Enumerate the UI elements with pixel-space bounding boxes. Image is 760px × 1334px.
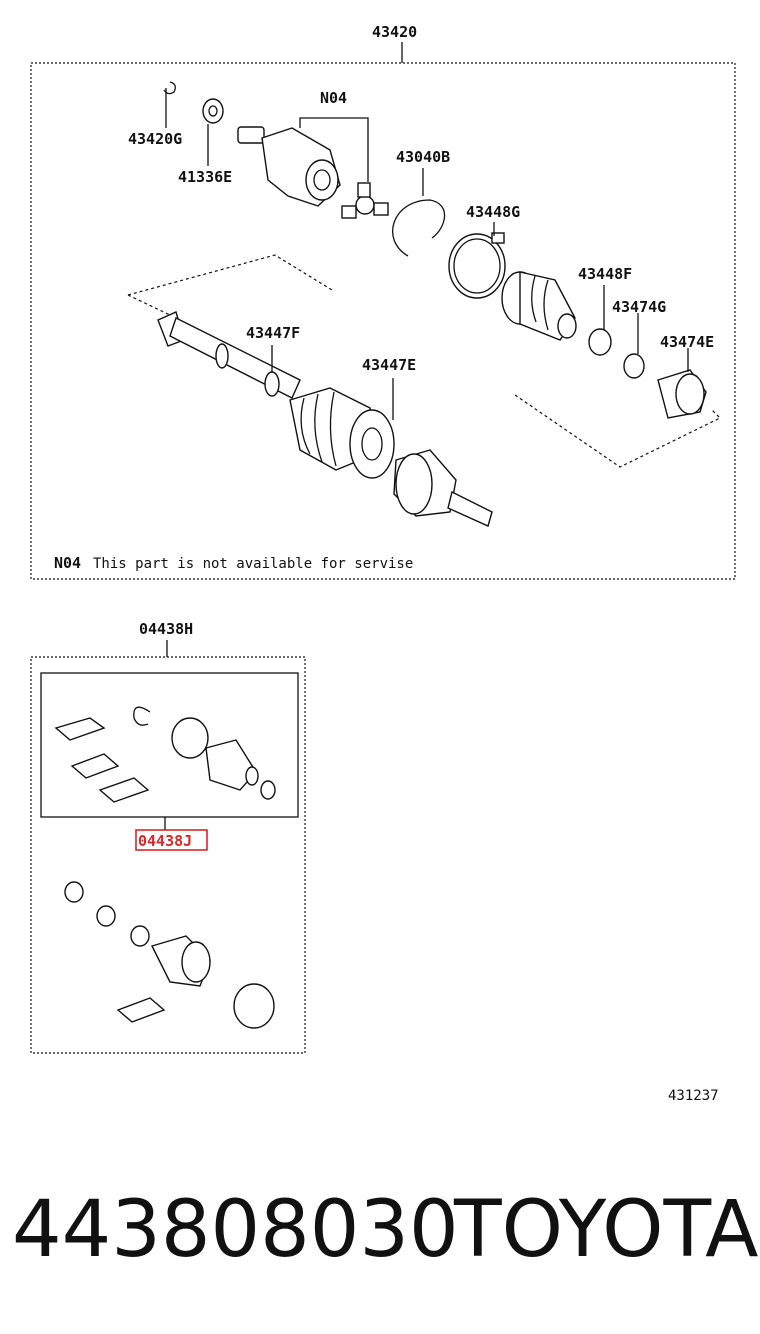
footer-brand: TOYOTA [453, 1185, 759, 1275]
kit-contents [64, 881, 275, 1029]
outer-boot-cv-joint-part[interactable] [289, 387, 493, 527]
small-clamp-part[interactable] [588, 328, 612, 356]
note-text: This part is not available for servise [93, 556, 413, 572]
label-04438j[interactable]: 04438J [138, 832, 192, 850]
inner-boot-part[interactable] [501, 271, 577, 341]
label-43447f[interactable]: 43447F [246, 324, 300, 342]
tripod-joint-part[interactable] [341, 182, 389, 219]
label-43448f[interactable]: 43448F [578, 265, 632, 283]
label-41336e[interactable]: 41336E [178, 168, 232, 186]
circlip-part[interactable] [392, 199, 446, 257]
note-code: N04 [54, 554, 81, 572]
damper-clamp-part[interactable] [623, 353, 645, 379]
label-43420g[interactable]: 43420G [128, 130, 182, 148]
top-assembly-frame [30, 62, 736, 580]
label-n04[interactable]: N04 [320, 89, 347, 107]
sub-kit-highlight-box [135, 829, 208, 851]
damper-part[interactable] [657, 369, 707, 419]
large-clamp-part[interactable] [448, 233, 506, 299]
outer-race-housing-part[interactable] [237, 126, 341, 207]
label-43474e[interactable]: 43474E [660, 333, 714, 351]
footer-part-number: 443808030 [12, 1185, 459, 1275]
diagram-code: 431237 [668, 1088, 719, 1104]
envelope-top [127, 254, 333, 296]
kit-assembly-frame [30, 656, 306, 1054]
assembly-title-43420[interactable]: 43420 [372, 23, 417, 41]
label-43474g[interactable]: 43474G [612, 298, 666, 316]
label-43447e[interactable]: 43447E [362, 356, 416, 374]
sub-kit-frame [40, 672, 299, 818]
label-43040b[interactable]: 43040B [396, 148, 450, 166]
envelope-bottom [514, 394, 722, 468]
assembly-title-04438h[interactable]: 04438H [139, 620, 193, 638]
sub-kit-contents [54, 706, 276, 803]
washer-part[interactable] [202, 98, 224, 124]
drive-shaft-part[interactable] [157, 311, 301, 399]
label-43448g[interactable]: 43448G [466, 203, 520, 221]
